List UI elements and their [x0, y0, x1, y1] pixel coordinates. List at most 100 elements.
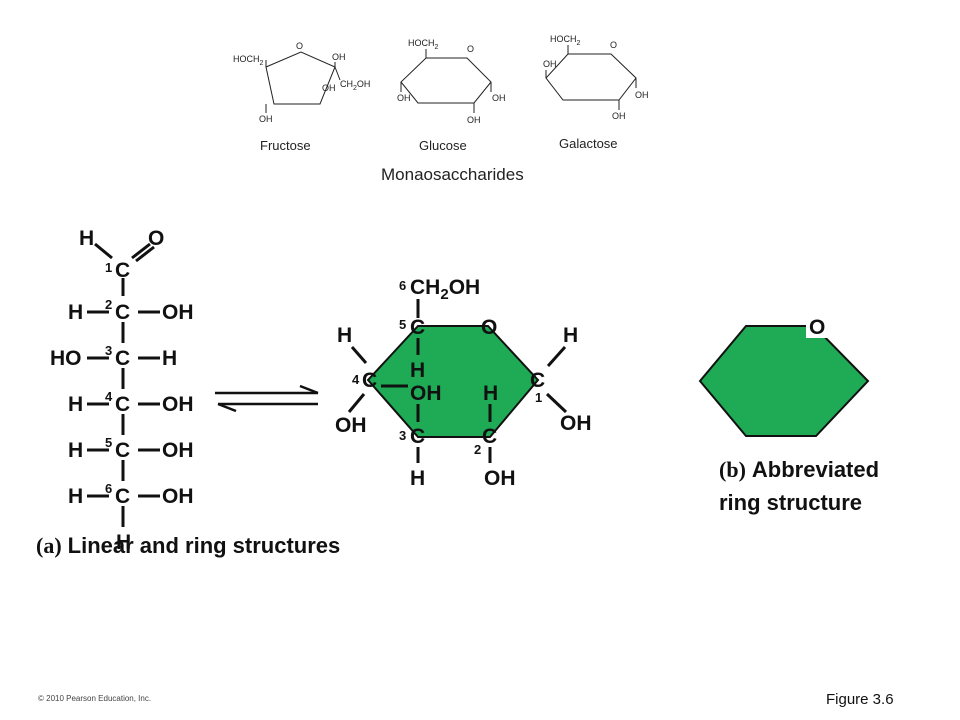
- svg-text:HOCH2: HOCH2: [550, 34, 581, 47]
- linear-num-2: 2: [105, 297, 112, 312]
- abbreviated-ring: O: [698, 314, 870, 437]
- linear-num-4: 4: [105, 389, 113, 404]
- svg-text:CH2OH: CH2OH: [410, 276, 480, 303]
- ring-carbon-2: C: [482, 425, 497, 448]
- linear-structure: H O 1 C H 2 C OH HO 3 C H H 4 C OH: [50, 227, 194, 554]
- equilibrium-arrows: [215, 384, 319, 413]
- glucose-structure: HOCH2 O OH OH OH Glucose: [397, 38, 506, 153]
- monosaccharides-panel: HOCH2 O OH OH CH2OH OH Fructose HOCH2 O …: [233, 34, 649, 184]
- linear-right-4: OH: [162, 393, 194, 416]
- glucose-oh-left: OH: [397, 93, 411, 103]
- label-a-letter: a: [43, 533, 54, 558]
- label-b-letter: b: [726, 457, 738, 482]
- ring-num-1: 1: [535, 390, 542, 405]
- linear-h-bottom: H: [116, 531, 131, 554]
- ring-h-c5-below: H: [410, 359, 425, 382]
- fructose-oh-bottom: OH: [259, 114, 273, 124]
- ring-num-2: 2: [474, 442, 481, 457]
- linear-carbon-5: C: [115, 439, 130, 462]
- linear-num-1: 1: [105, 260, 112, 275]
- ring-ch2oh-tail: OH: [449, 276, 481, 299]
- ring-oh-c4-inner: OH: [410, 382, 442, 405]
- fructose-ring: [265, 51, 336, 105]
- ring-h-c1-right: H: [563, 324, 578, 347]
- ring-structure: 6 CH2OH 5 C O H H H C 1 OH 4 C OH OH 3 C…: [335, 276, 592, 490]
- linear-left-4: H: [68, 393, 83, 416]
- fructose-hoch2-sub: 2: [260, 60, 264, 67]
- linear-carbon-4: C: [115, 393, 130, 416]
- ring-oh-c4-out: OH: [335, 414, 367, 437]
- galactose-label: Galactose: [559, 136, 618, 151]
- label-a: (a)Linear and ring structures: [36, 533, 340, 558]
- glucose-ring-oxygen: O: [467, 44, 474, 54]
- fructose-hoch2: HOCH: [233, 54, 260, 64]
- abbreviated-oxygen: O: [809, 316, 825, 339]
- galactose-oh-bottom: OH: [612, 111, 626, 121]
- linear-left-5: H: [68, 439, 83, 462]
- glucose-oh-bottom: OH: [467, 115, 481, 125]
- label-b: (b)Abbreviated: [719, 457, 879, 482]
- linear-carbon-3: C: [115, 347, 130, 370]
- fructose-ch2oh: CH: [340, 79, 353, 89]
- label-b-text-line2: ring structure: [719, 490, 862, 515]
- glucose-ring: [400, 57, 492, 104]
- linear-carbon-2: C: [115, 301, 130, 324]
- linear-left-6: H: [68, 485, 83, 508]
- copyright-notice: © 2010 Pearson Education, Inc.: [38, 694, 151, 703]
- linear-right-6: OH: [162, 485, 194, 508]
- ring-carbon-1: C: [530, 369, 545, 392]
- linear-right-3: H: [162, 347, 177, 370]
- ring-h-c5-left: H: [337, 324, 352, 347]
- ring-num-3: 3: [399, 428, 406, 443]
- ring-carbon-4: C: [362, 369, 377, 392]
- linear-num-5: 5: [105, 435, 112, 450]
- linear-carbon-1: C: [115, 259, 130, 282]
- glucose-hoch2: HOCH: [408, 38, 435, 48]
- galactose-structure: HOCH2 O OH OH OH Galactose: [543, 34, 649, 151]
- ring-ch2oh: CH: [410, 276, 440, 299]
- glucose-oh-right: OH: [492, 93, 506, 103]
- fructose-ch2oh-tail: OH: [357, 79, 371, 89]
- linear-left-3: HO: [50, 347, 82, 370]
- linear-right-2: OH: [162, 301, 194, 324]
- ring-ch2oh-sub: 2: [440, 286, 448, 303]
- galactose-hoch2-sub: 2: [577, 40, 581, 47]
- label-b-text-line1: Abbreviated: [752, 457, 879, 482]
- ring-oh-c2-bottom: OH: [484, 467, 516, 490]
- label-a-text: Linear and ring structures: [68, 533, 341, 558]
- linear-carbon-6: C: [115, 485, 130, 508]
- linear-num-6: 6: [105, 481, 112, 496]
- galactose-oh-right: OH: [635, 90, 649, 100]
- ring-h-c3-bottom: H: [410, 467, 425, 490]
- svg-text:HOCH2: HOCH2: [233, 54, 264, 67]
- ring-oh-c1-out: OH: [560, 412, 592, 435]
- ring-num-6: 6: [399, 278, 406, 293]
- linear-o-top: O: [148, 227, 164, 250]
- ring-num-5: 5: [399, 317, 406, 332]
- linear-h-top: H: [79, 227, 94, 250]
- linear-num-3: 3: [105, 343, 112, 358]
- fructose-label: Fructose: [260, 138, 311, 153]
- fructose-structure: HOCH2 O OH OH CH2OH OH Fructose: [233, 41, 370, 153]
- svg-text:HOCH2: HOCH2: [408, 38, 439, 51]
- galactose-hoch2: HOCH: [550, 34, 577, 44]
- glucose-hoch2-sub: 2: [435, 44, 439, 51]
- fructose-oh-inner: OH: [322, 83, 336, 93]
- fructose-ch2oh-sub: 2: [353, 85, 357, 92]
- monosaccharides-title: Monaosaccharides: [381, 165, 524, 184]
- ring-carbon-5: C: [410, 316, 425, 339]
- linear-right-5: OH: [162, 439, 194, 462]
- ring-hexagon: [366, 325, 540, 438]
- abbreviated-hexagon: [698, 325, 870, 437]
- ring-oxygen: O: [481, 316, 497, 339]
- galactose-oh-top: OH: [543, 59, 557, 69]
- galactose-ring: [545, 53, 637, 101]
- fructose-ring-oxygen: O: [296, 41, 303, 51]
- ring-h-c3-inner: H: [483, 382, 498, 405]
- galactose-ring-oxygen: O: [610, 40, 617, 50]
- linear-left-2: H: [68, 301, 83, 324]
- figure-label: Figure 3.6: [826, 691, 894, 708]
- fructose-oh-right: OH: [332, 52, 346, 62]
- ring-num-4: 4: [352, 372, 360, 387]
